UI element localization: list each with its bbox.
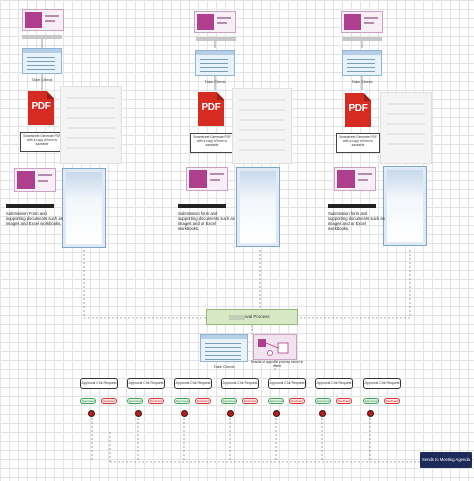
approved-tag: Approved xyxy=(315,398,331,404)
approval-results-note: Results of approval process stored in sh… xyxy=(250,360,304,368)
submitted-form-preview xyxy=(62,168,106,248)
approved-tag: Approved xyxy=(80,398,96,404)
red-status-dot xyxy=(367,410,374,417)
red-status-dot xyxy=(88,410,95,417)
declined-tag: Declined xyxy=(336,398,352,404)
declined-tag: Declined xyxy=(148,398,164,404)
approved-tag: Approved xyxy=(174,398,190,404)
red-status-dot xyxy=(319,410,326,417)
red-status-dot xyxy=(227,410,234,417)
doc-label: Take Check xyxy=(204,79,226,84)
approval-process-box: Approval Process xyxy=(206,309,298,325)
declined-tag: Declined xyxy=(195,398,211,404)
approved-tag: Approved xyxy=(363,398,379,404)
form-preview-card xyxy=(341,11,383,33)
dark-label-bar xyxy=(6,204,54,208)
approval-sheet-card xyxy=(200,334,248,362)
sheet-card xyxy=(22,48,62,74)
submission-description: Submission form and supporting documents… xyxy=(328,211,385,231)
form-preview-card xyxy=(194,11,236,33)
grey-label-bar xyxy=(342,37,382,41)
grey-label-bar xyxy=(22,35,62,39)
approval-request-box: Approval Chk Request xyxy=(315,378,353,389)
approval-request-box: Approval Chk Request xyxy=(268,378,306,389)
approval-results-panel xyxy=(253,334,297,360)
workflow-icon xyxy=(258,339,289,356)
dark-label-bar xyxy=(328,204,376,208)
form-preview-card xyxy=(22,9,64,31)
submission-form-card xyxy=(334,167,376,191)
send-to-meeting-agenda-button[interactable]: Sends to Meeting Agenda xyxy=(420,452,472,468)
approval-request-box: Approval Chk Request xyxy=(174,378,212,389)
submitted-form-preview xyxy=(383,166,427,246)
doc-label: Take Check xyxy=(351,79,373,84)
approval-doc-label: Take Check xyxy=(213,364,235,369)
declined-tag: Declined xyxy=(242,398,258,404)
submission-description: Submission Form and supporting documents… xyxy=(6,211,63,226)
pdf-note: Smartsheet Generate PDF with a copy of f… xyxy=(20,132,64,152)
grey-label-bar xyxy=(196,37,236,41)
submission-form-card xyxy=(14,168,56,192)
approved-tag: Approved xyxy=(221,398,237,404)
declined-tag: Declined xyxy=(289,398,305,404)
approval-request-box: Approval Chk Request xyxy=(127,378,165,389)
pdf-icon: PDF xyxy=(198,92,224,126)
blurred-document xyxy=(60,86,122,164)
pdf-note: Smartsheet Generate PDF with a copy of f… xyxy=(336,133,380,153)
submitted-form-preview xyxy=(236,167,280,247)
pdf-note: Smartsheet Generate PDF with a copy of f… xyxy=(190,133,234,153)
approved-tag: Approved xyxy=(127,398,143,404)
sheet-card xyxy=(342,50,382,76)
approval-request-box: Approval Chk Request xyxy=(221,378,259,389)
declined-tag: Declined xyxy=(101,398,117,404)
submission-description: Submission form and supporting documents… xyxy=(178,211,235,231)
doc-label: Take Check xyxy=(31,77,53,82)
submission-form-card xyxy=(186,167,228,191)
pdf-icon: PDF xyxy=(345,93,371,127)
approval-request-box: Approval Chk Request xyxy=(80,378,118,389)
blurred-document xyxy=(232,88,292,164)
dark-label-bar xyxy=(178,204,226,208)
blurred-document xyxy=(380,92,432,164)
red-status-dot xyxy=(273,410,280,417)
sheet-card xyxy=(195,50,235,76)
pdf-icon: PDF xyxy=(28,91,54,125)
red-status-dot xyxy=(135,410,142,417)
red-status-dot xyxy=(181,410,188,417)
approval-request-box: Approval Chk Request xyxy=(363,378,401,389)
approved-tag: Approved xyxy=(268,398,284,404)
declined-tag: Declined xyxy=(384,398,400,404)
